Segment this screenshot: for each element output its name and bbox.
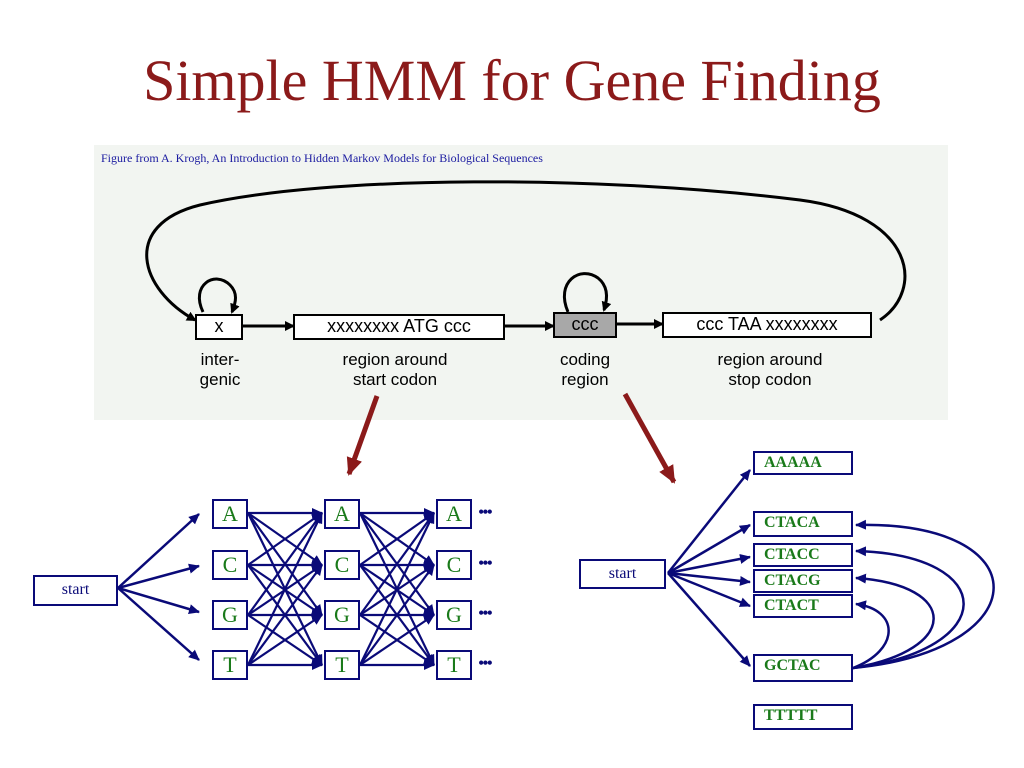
left-col3-C: C: [436, 550, 472, 580]
left-col3-T: T: [436, 650, 472, 680]
continuation-dots-C: •••: [478, 553, 493, 573]
left-col3-G: G: [436, 600, 472, 630]
codon-GCTAC: GCTAC: [753, 654, 853, 682]
codon-CTACA: CTACA: [753, 511, 853, 537]
left-model-transitions-2: [359, 508, 435, 670]
state-box-coding: ccc: [553, 312, 617, 338]
intergenic-self-loop: [197, 277, 240, 314]
codon-CTACC: CTACC: [753, 543, 853, 567]
left-col3-A: A: [436, 499, 472, 529]
left-col1-T: T: [212, 650, 248, 680]
coding-self-loop: [562, 272, 612, 313]
left-col1-G: G: [212, 600, 248, 630]
state-label-stop-region: region around stop codon: [717, 350, 823, 389]
loop-back-arrow: [145, 180, 907, 322]
figure-panel: [94, 145, 948, 420]
state-label-start-region: region around start codon: [342, 350, 448, 389]
codon-CTACT: CTACT: [753, 594, 853, 618]
left-col2-C: C: [324, 550, 360, 580]
left-model-arrows: [117, 513, 200, 661]
continuation-dots-T: •••: [478, 653, 493, 673]
left-model-transitions-1: [247, 508, 323, 670]
state-label-coding: coding region: [559, 350, 611, 389]
callout-arrow-coding-region: [622, 392, 677, 484]
left-col1-A: A: [212, 499, 248, 529]
right-model-loops: [852, 519, 995, 670]
left-col2-G: G: [324, 600, 360, 630]
continuation-dots-G: •••: [478, 603, 493, 623]
right-start-box: start: [579, 559, 666, 589]
right-model-arrows: [667, 469, 751, 667]
figure-caption: Figure from A. Krogh, An Introduction to…: [101, 151, 543, 165]
state-label-intergenic: inter- genic: [199, 350, 241, 389]
left-start-box: start: [33, 575, 118, 606]
page-title: Simple HMM for Gene Finding: [143, 48, 881, 113]
state-box-start-region: xxxxxxxx ATG ccc: [293, 314, 505, 340]
left-col2-T: T: [324, 650, 360, 680]
codon-CTACG: CTACG: [753, 569, 853, 593]
state-box-stop-region: ccc TAA xxxxxxxx: [662, 312, 872, 338]
state-box-intergenic: x: [195, 314, 243, 340]
callout-arrow-start-region: [346, 395, 380, 476]
continuation-dots-A: •••: [478, 502, 493, 522]
left-col2-A: A: [324, 499, 360, 529]
codon-AAAAA: AAAAA: [753, 451, 853, 475]
left-col1-C: C: [212, 550, 248, 580]
codon-TTTTT: TTTTT: [753, 704, 853, 730]
